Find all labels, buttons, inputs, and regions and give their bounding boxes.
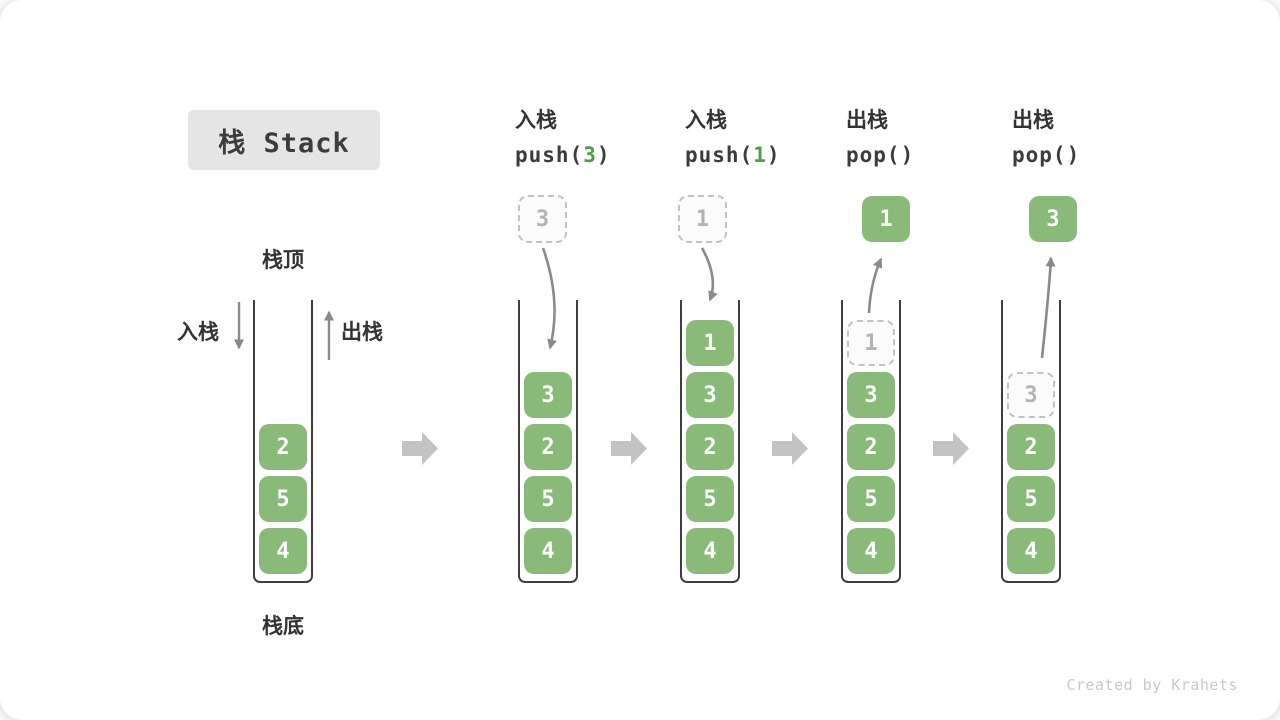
operation-label: 入栈 push(1)	[685, 104, 835, 167]
popped-element: 3	[1029, 196, 1077, 242]
stack-item: 4	[524, 528, 572, 574]
stack-item: 5	[259, 476, 307, 522]
incoming-element: 3	[518, 195, 567, 243]
operation-code: push(1)	[685, 143, 781, 167]
popped-element: 1	[862, 196, 910, 242]
operation-code: pop()	[1012, 143, 1081, 167]
stack-item: 2	[686, 424, 734, 470]
stack-top-label: 栈顶	[262, 249, 304, 272]
removed-slot-ghost: 3	[1007, 372, 1055, 418]
removed-slot-ghost: 1	[847, 320, 895, 366]
diagram-title: 栈 Stack	[188, 110, 380, 170]
stack-item: 2	[1007, 424, 1055, 470]
watermark: Created by Krahets	[1066, 676, 1238, 694]
stack-item: 1	[686, 320, 734, 366]
operation-name: 入栈	[515, 109, 557, 132]
operation-code: push(3)	[515, 143, 611, 167]
incoming-element: 1	[678, 195, 727, 243]
stack-item: 5	[686, 476, 734, 522]
stack-item: 2	[524, 424, 572, 470]
code-argument: 3	[583, 143, 597, 167]
stack-item: 3	[686, 372, 734, 418]
operation-code: pop()	[846, 143, 915, 167]
stack-item: 4	[686, 528, 734, 574]
flow-arrow-icon	[402, 432, 438, 465]
stack-item: 2	[259, 424, 307, 470]
stack-bottom-label: 栈底	[262, 615, 304, 638]
flow-arrow-icon	[772, 432, 808, 465]
flow-arrow-icon	[933, 432, 969, 465]
operation-name: 出栈	[1012, 109, 1054, 132]
pop-direction-label: 出栈	[341, 321, 383, 344]
push-curve-arrow-icon	[700, 247, 718, 302]
code-argument: 1	[753, 143, 767, 167]
stack-item: 5	[847, 476, 895, 522]
stack-item: 2	[847, 424, 895, 470]
stack-item: 4	[847, 528, 895, 574]
flow-arrow-icon	[611, 432, 647, 465]
stack-item: 3	[847, 372, 895, 418]
stack-item: 3	[524, 372, 572, 418]
operation-name: 出栈	[846, 109, 888, 132]
operation-label: 出栈 pop()	[1012, 104, 1162, 167]
stack-item: 4	[1007, 528, 1055, 574]
operation-label: 入栈 push(3)	[515, 104, 665, 167]
stack-item: 5	[524, 476, 572, 522]
operation-label: 出栈 pop()	[846, 104, 996, 167]
push-direction-label: 入栈	[177, 321, 219, 344]
stack-item: 4	[259, 528, 307, 574]
operation-name: 入栈	[685, 109, 727, 132]
stack-item: 5	[1007, 476, 1055, 522]
